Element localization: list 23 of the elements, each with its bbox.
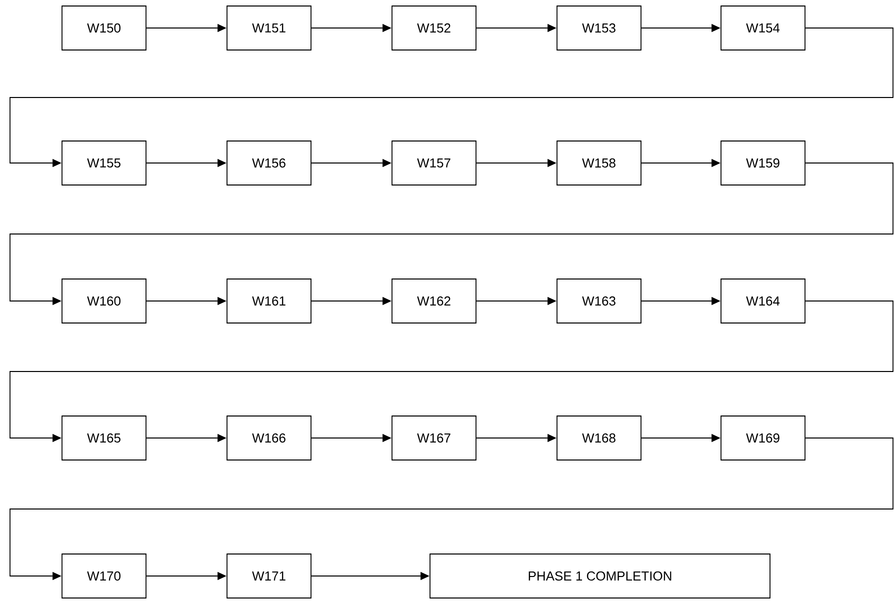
process-box: W159 (720, 140, 806, 186)
process-box: W152 (392, 6, 476, 50)
process-box: W167 (392, 416, 476, 460)
process-box: PHASE 1 COMPLETION (430, 554, 770, 598)
process-box: W163 (556, 278, 642, 324)
process-box: W158 (556, 140, 642, 186)
process-box: W154 (720, 6, 806, 50)
process-box: W160 (62, 278, 146, 324)
process-box: W168 (556, 416, 642, 460)
process-box: W170 (62, 554, 146, 598)
process-box: W150 (62, 6, 146, 50)
process-box: W164 (720, 278, 806, 324)
process-box: W157 (392, 140, 476, 186)
process-box: W153 (556, 6, 642, 50)
process-box: W151 (226, 6, 312, 50)
process-box: W171 (226, 554, 312, 598)
process-box: W155 (62, 140, 146, 186)
process-box: W161 (226, 278, 312, 324)
process-box: W166 (226, 416, 312, 460)
process-box: W156 (226, 140, 312, 186)
process-box: W165 (62, 416, 146, 460)
process-box: W169 (720, 416, 806, 460)
process-box: W162 (392, 278, 476, 324)
